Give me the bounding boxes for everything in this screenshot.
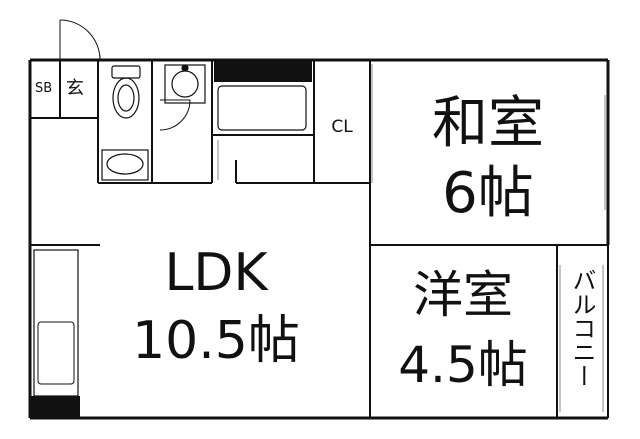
washitsu-name: 和室 [432,91,544,156]
shoebox-label: SB [35,81,52,96]
window-lines [217,64,606,412]
washitsu-size: 6帖 [442,161,534,226]
ldk-name: LDK [164,243,269,303]
yoshitsu-name: 洋室 [413,266,513,324]
entrance-door [59,19,101,61]
yoshitsu-size: 4.5帖 [398,336,528,394]
toilet-icon [111,65,141,119]
bath-door [159,99,191,131]
ldk-size: 10.5帖 [132,311,300,371]
entrance-label: 玄 [66,78,84,99]
bathtub-icon [214,60,312,131]
washbasin-icon [101,149,149,181]
washer-icon [164,64,206,104]
walls [28,58,610,420]
closet-label: CL [331,117,353,137]
kitchen-counter-icon [30,249,80,418]
balcony-label: バルコニー [568,268,596,388]
